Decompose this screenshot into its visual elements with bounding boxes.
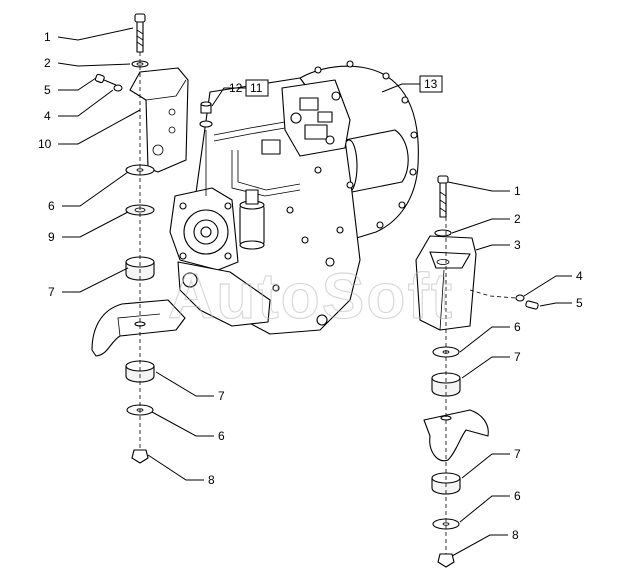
- callout-5-right: 5: [576, 296, 583, 310]
- callout-7-right-lower: 7: [514, 447, 521, 461]
- callout-13: 13: [424, 77, 438, 91]
- callout-6-left: 6: [48, 199, 55, 213]
- callout-box-13: [419, 75, 443, 93]
- callout-12: 12: [229, 81, 243, 95]
- transmission-housing: [169, 60, 419, 335]
- callout-8-left: 8: [208, 473, 215, 487]
- callout-9: 9: [48, 230, 55, 244]
- callout-6-left-lower: 6: [218, 429, 225, 443]
- callout-11: 11: [250, 81, 263, 95]
- callout-1-right: 1: [514, 184, 521, 198]
- callout-box-11: [245, 79, 269, 97]
- callout-7-left-lower: 7: [218, 389, 225, 403]
- callout-7-left: 7: [48, 285, 55, 299]
- callout-3: 3: [514, 238, 521, 252]
- callout-6-right-lower: 6: [514, 489, 521, 503]
- left-mount-stack: [91, 13, 189, 464]
- leader-lines: [57, 27, 572, 557]
- callout-2-right: 2: [514, 212, 521, 226]
- right-mount-stack: [415, 175, 539, 568]
- callout-6-right: 6: [514, 320, 521, 334]
- callout-5-left: 5: [44, 83, 51, 97]
- fitting-12: [199, 101, 213, 196]
- callout-2-left: 2: [44, 56, 51, 70]
- callout-labels: 1 2 5 4 10 6 9 7 12 11 13 7 6 8 1 2 3 4 …: [38, 30, 583, 542]
- callout-1-left: 1: [44, 30, 51, 44]
- callout-7-right: 7: [514, 350, 521, 364]
- callout-4-left: 4: [44, 109, 51, 123]
- watermark: AutoSoft: [168, 260, 454, 332]
- callout-10: 10: [38, 137, 52, 151]
- callout-4-right: 4: [576, 269, 583, 283]
- callout-8-right: 8: [512, 528, 519, 542]
